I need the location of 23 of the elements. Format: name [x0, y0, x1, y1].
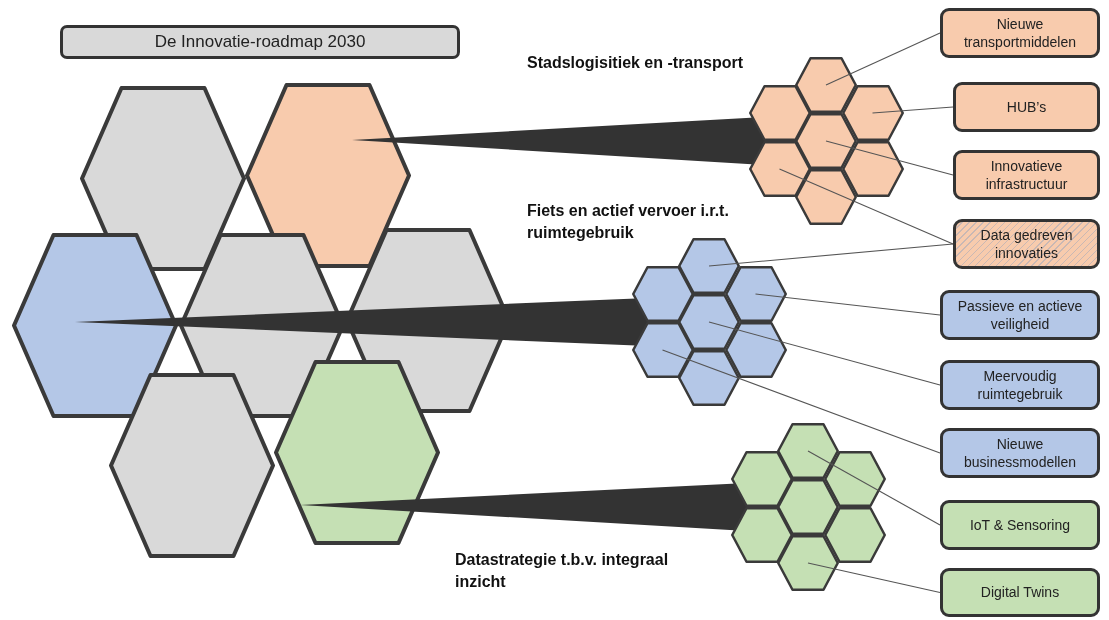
- leader-line: [754, 293, 941, 316]
- topic-box: IoT & Sensoring: [940, 500, 1100, 550]
- leader-line: [825, 140, 954, 176]
- topic-box: HUB’s: [953, 82, 1100, 132]
- cluster-heading: Fiets en actief vervoer i.r.t. ruimtegebruik: [527, 201, 730, 243]
- leader-line: [708, 321, 941, 386]
- leader-line: [661, 349, 941, 454]
- topic-box: Nieuwe transportmiddelen: [940, 8, 1100, 58]
- topic-box: Passieve en actieve veiligheid: [940, 290, 1100, 340]
- leader-line: [871, 106, 954, 114]
- cluster-heading: Stadslogisitiek en -transport: [527, 53, 745, 73]
- topic-box: Nieuwe businessmodellen: [940, 428, 1100, 478]
- leader-line: [778, 168, 954, 245]
- leader-line: [807, 450, 941, 526]
- leader-line: [825, 32, 941, 86]
- topic-box: Meervoudig ruimtegebruik: [940, 360, 1100, 410]
- topic-box: Innovatieve infrastructuur: [953, 150, 1100, 200]
- cluster-heading: Datastrategie t.b.v. integraal inzicht: [455, 550, 670, 592]
- leader-line: [708, 243, 954, 267]
- title-banner: De Innovatie-roadmap 2030: [60, 25, 460, 59]
- topic-box: Data gedreven innovaties: [953, 219, 1100, 269]
- topic-box: Digital Twins: [940, 568, 1100, 617]
- leader-line: [807, 562, 941, 594]
